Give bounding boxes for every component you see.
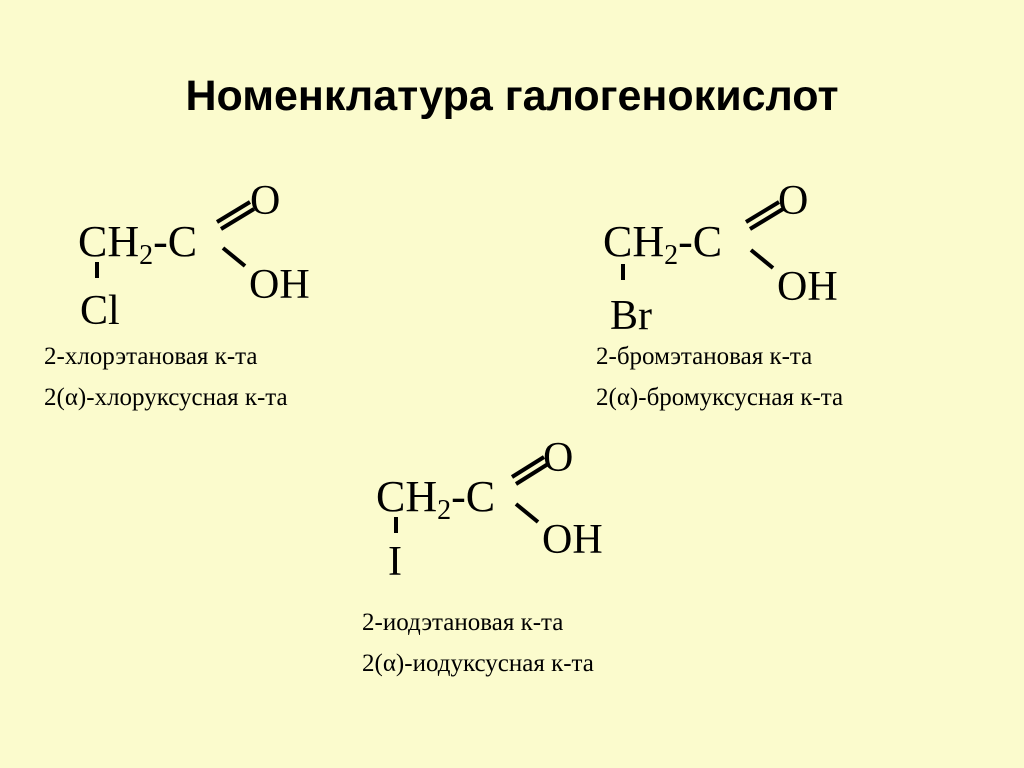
halogen-atom: I bbox=[388, 539, 402, 585]
names-iodoacetic: 2-иодэтановая к-та 2(α)-иодуксусная к-та bbox=[362, 602, 594, 684]
formula-iodoacetic: CH2-C O OH I bbox=[376, 437, 656, 597]
name-systematic: 2-бромэтановая к-та bbox=[596, 343, 813, 370]
formula-chloroacetic: CH2-C O OH Cl bbox=[78, 180, 358, 340]
hydroxyl-group: OH bbox=[542, 517, 603, 563]
names-chloroacetic: 2-хлорэтановая к-та 2(α)-хлоруксусная к-… bbox=[44, 336, 288, 418]
halogen-atom: Cl bbox=[80, 288, 120, 334]
name-systematic: 2-хлорэтановая к-та bbox=[44, 343, 258, 370]
hydroxyl-group: OH bbox=[249, 262, 310, 308]
name-trivial: 2(α)-бромуксусная к-та bbox=[596, 384, 844, 411]
ch2-group: CH2-C bbox=[78, 217, 198, 271]
bond-lines bbox=[621, 200, 785, 280]
names-bromoacetic: 2-бромэтановая к-та 2(α)-бромуксусная к-… bbox=[596, 336, 843, 418]
carbonyl-oxygen: O bbox=[778, 178, 809, 224]
name-trivial: 2(α)-иодуксусная к-та bbox=[362, 650, 594, 677]
name-systematic: 2-иодэтановая к-та bbox=[362, 609, 564, 636]
ch2-group: CH2-C bbox=[376, 472, 496, 526]
carbonyl-oxygen: O bbox=[543, 435, 574, 481]
halogen-atom: Br bbox=[610, 293, 652, 339]
ch2-group: CH2-C bbox=[603, 217, 723, 271]
bond-lines bbox=[95, 200, 256, 278]
formula-bromoacetic: CH2-C O OH Br bbox=[603, 180, 883, 340]
carbonyl-oxygen: O bbox=[250, 178, 281, 224]
hydroxyl-group: OH bbox=[777, 264, 838, 310]
bond-lines bbox=[394, 455, 550, 533]
name-trivial: 2(α)-хлоруксусная к-та bbox=[44, 384, 288, 411]
slide-title: Номенклатура галогенокислот bbox=[185, 72, 839, 120]
